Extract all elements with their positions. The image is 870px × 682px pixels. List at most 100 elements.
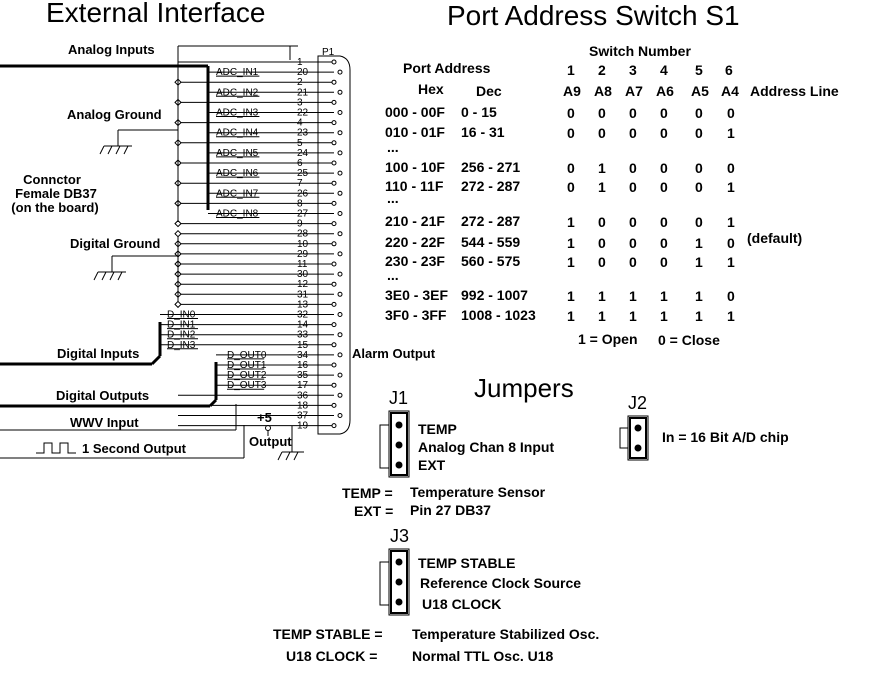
digital-inputs-label: Digital Inputs xyxy=(57,346,139,361)
port-address-header: Port Address xyxy=(403,60,491,76)
row-dec-range: 256 - 271 xyxy=(461,159,520,175)
pin-signal-name: D_IN2 xyxy=(167,330,196,341)
j3-label: J3 xyxy=(390,526,409,546)
row-dec-range: 544 - 559 xyxy=(461,234,520,250)
j1-pos-analog: Analog Chan 8 Input xyxy=(418,439,554,455)
pin-number: 18 xyxy=(297,400,309,411)
pin-number: 37 xyxy=(297,411,309,422)
j3-note1-key: TEMP STABLE = xyxy=(273,626,383,642)
switch-number: 5 xyxy=(695,62,703,78)
row-switch-bit: 0 xyxy=(598,254,606,270)
j3-pos-temp-stable: TEMP STABLE xyxy=(418,555,516,571)
row-dec-range: 0 - 15 xyxy=(461,104,497,120)
pin-number: 6 xyxy=(297,158,303,169)
pin-number: 31 xyxy=(297,289,309,300)
pin-number: 20 xyxy=(297,67,309,78)
pin-terminal xyxy=(331,402,337,408)
pin-number: 33 xyxy=(297,330,309,341)
pin-terminal xyxy=(331,140,337,146)
pin-number: 3 xyxy=(297,97,303,108)
row-switch-bit: 1 xyxy=(695,235,703,251)
pin-terminal xyxy=(337,170,343,176)
pin-terminal xyxy=(337,312,343,317)
j3-jumper-block[interactable] xyxy=(379,548,410,616)
pin-number: 11 xyxy=(297,259,308,270)
pin-signal-name: ADC_IN6 xyxy=(216,168,259,179)
row-switch-bit: 1 xyxy=(695,308,703,324)
pin-number: 36 xyxy=(297,390,309,401)
row-switch-bit: 1 xyxy=(598,288,606,304)
address-bit-header: A6 xyxy=(656,83,674,99)
wwv-input-line xyxy=(0,404,237,431)
j1-pos-ext: EXT xyxy=(418,457,446,473)
row-switch-bit: 0 xyxy=(660,254,668,270)
row-switch-bit: 0 xyxy=(598,214,606,230)
pin-terminal xyxy=(337,150,343,156)
j2-label: J2 xyxy=(628,393,647,413)
pin-number: 26 xyxy=(297,188,309,199)
row-switch-bit: 0 xyxy=(598,125,606,141)
pin-terminal xyxy=(331,200,337,206)
pin-terminal xyxy=(337,392,343,398)
analog-ground-label: Analog Ground xyxy=(67,107,162,122)
pin-signal-name: D_OUT1 xyxy=(227,360,267,371)
pin-number: 10 xyxy=(297,239,309,250)
row-hex-range: 110 - 11F xyxy=(385,178,444,194)
row-switch-bit: 0 xyxy=(629,214,637,230)
j1-jumper-block[interactable] xyxy=(379,410,410,478)
pin-terminal xyxy=(331,261,337,267)
digital-outputs-bus xyxy=(0,362,218,408)
pin-number: 32 xyxy=(297,310,309,321)
pin-terminal xyxy=(331,322,337,328)
row-hex-range: 100 - 10F xyxy=(385,159,445,175)
row-note: (default) xyxy=(747,230,802,246)
pin-terminal xyxy=(337,69,343,75)
legend-close: 0 = Close xyxy=(658,332,720,348)
address-bit-header: A9 xyxy=(563,83,581,99)
pin-signal-name: ADC_IN4 xyxy=(216,128,259,139)
row-switch-bit: 1 xyxy=(567,308,575,324)
connector-label-line3: (on the board) xyxy=(11,200,98,215)
switch-number-header: Switch Number xyxy=(589,43,691,59)
row-switch-bit: 0 xyxy=(567,125,575,141)
output-label: Output xyxy=(249,434,292,449)
pin-signal-name: D_OUT0 xyxy=(227,350,267,361)
pin-terminal xyxy=(331,423,337,429)
pin-signal-name: D_OUT2 xyxy=(227,370,267,381)
row-switch-bit: 1 xyxy=(695,254,703,270)
pin-number: 23 xyxy=(297,128,309,139)
pin-number: 25 xyxy=(297,168,309,179)
switch-number: 2 xyxy=(598,62,606,78)
pin-number: 2 xyxy=(297,77,303,88)
pin-number: 4 xyxy=(297,118,303,129)
digital-ground-label: Digital Ground xyxy=(70,236,160,251)
row-switch-bit: 0 xyxy=(695,125,703,141)
row-switch-bit: 1 xyxy=(567,214,575,230)
pin-signal-name: ADC_IN5 xyxy=(216,148,259,159)
address-bit-header: A7 xyxy=(625,83,643,99)
analog-bus xyxy=(0,45,298,222)
row-switch-bit: 0 xyxy=(660,105,668,121)
row-hex-range: 230 - 23F xyxy=(385,253,445,269)
pin-terminal xyxy=(337,413,343,418)
j2-jumper-block[interactable] xyxy=(619,415,649,461)
digital-inputs-bus xyxy=(0,322,162,366)
second-output-label: 1 Second Output xyxy=(82,441,187,456)
pin-number: 19 xyxy=(297,421,309,432)
wwv-input-label: WWV Input xyxy=(70,415,139,430)
row-switch-bit: 0 xyxy=(660,125,668,141)
pin-terminal xyxy=(337,332,343,338)
j1-note2-val: Pin 27 DB37 xyxy=(410,502,491,518)
row-switch-bit: 1 xyxy=(598,160,606,176)
digital-ground-icon xyxy=(93,271,126,281)
row-switch-bit: 1 xyxy=(727,125,735,141)
pin-number: 35 xyxy=(297,370,309,381)
jumpers-title: Jumpers xyxy=(474,373,574,403)
pin-signal-name: D_IN3 xyxy=(167,340,196,351)
row-switch-bit: 0 xyxy=(727,288,735,304)
row-hex-range: 3F0 - 3FF xyxy=(385,307,447,323)
row-switch-bit: 0 xyxy=(695,105,703,121)
